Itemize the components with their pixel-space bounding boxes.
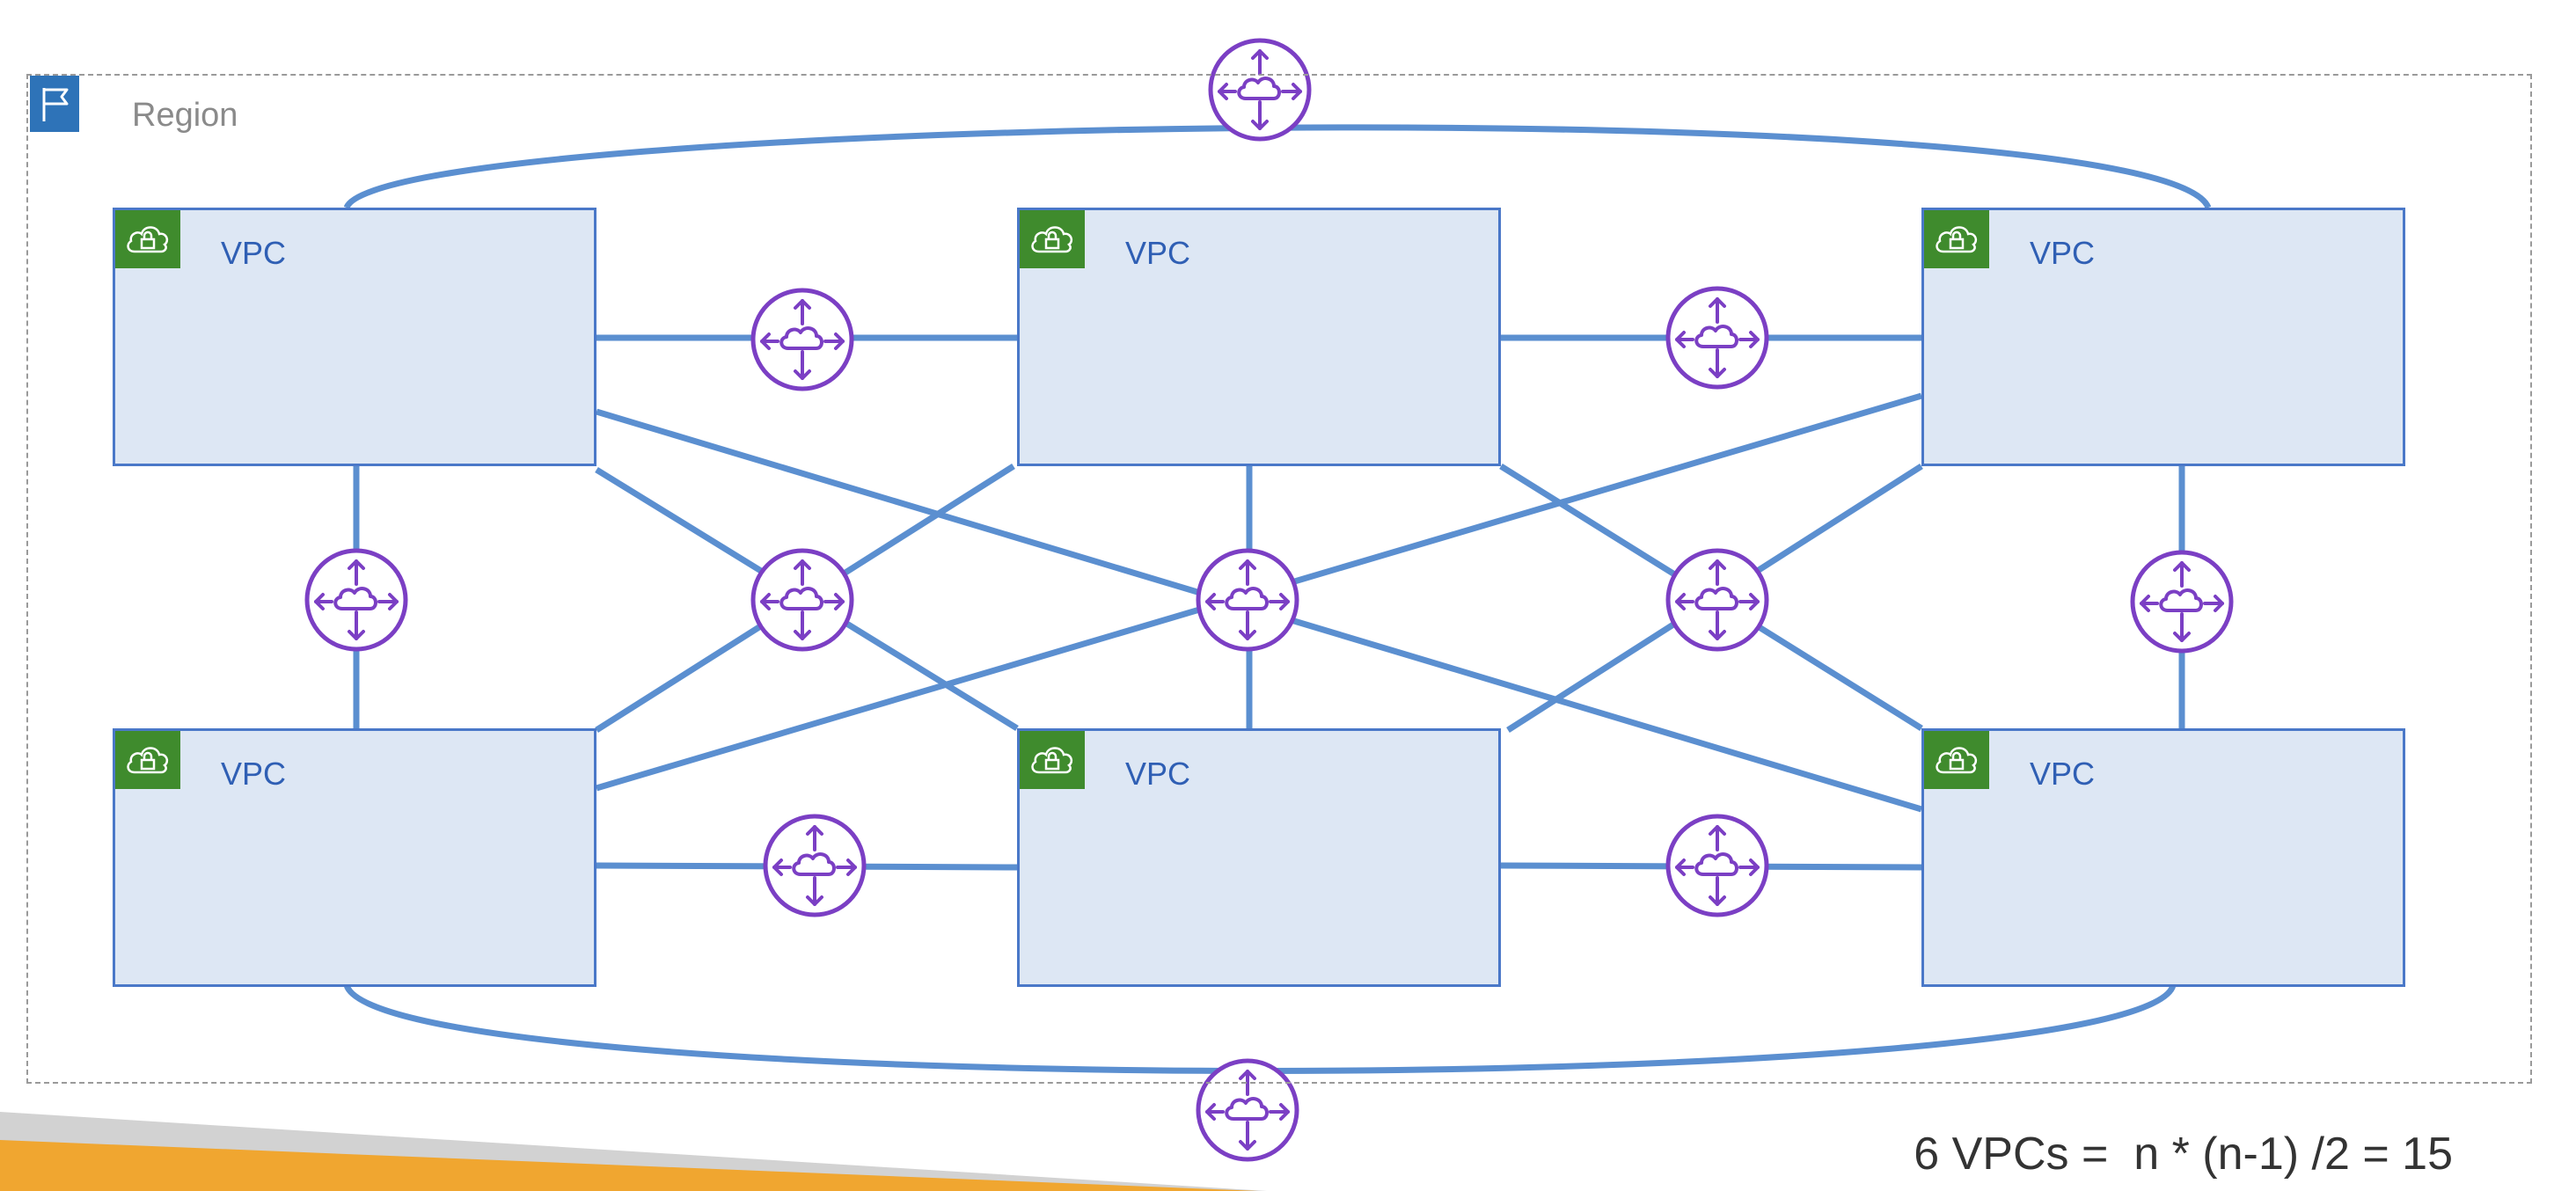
vpc-lock-cloud-icon	[115, 731, 180, 789]
vpc-bottom-right: VPC	[1921, 728, 2405, 987]
vpc-label: VPC	[2030, 756, 2096, 792]
peering-connection-icon	[750, 548, 854, 652]
peering-icons	[304, 38, 2234, 1162]
peering-connection-icon	[2130, 550, 2234, 654]
vpc-label: VPC	[221, 235, 287, 271]
peering-connection-icon	[1196, 548, 1299, 652]
vpc-label: VPC	[221, 756, 287, 792]
peering-formula: 6 VPCs = n * (n-1) /2 = 15	[1914, 1129, 2453, 1180]
vpc-label: VPC	[1125, 756, 1191, 792]
peering-connection-icon	[1208, 38, 1312, 142]
vpc-bottom-left: VPC	[113, 728, 596, 987]
vpc-lock-cloud-icon	[115, 210, 180, 268]
region-label: Region	[132, 97, 238, 134]
vpc-top-left: VPC	[113, 208, 596, 466]
vpc-lock-cloud-icon	[1924, 210, 1989, 268]
vpc-top-right: VPC	[1921, 208, 2405, 466]
peering-connection-icon	[1665, 814, 1769, 917]
vpc-top-center: VPC	[1017, 208, 1501, 466]
peering-connection-icon	[304, 548, 408, 652]
peering-connection-icon	[750, 288, 854, 391]
region-flag-icon	[30, 76, 79, 132]
peering-connection-icon	[763, 814, 867, 917]
vpc-lock-cloud-icon	[1924, 731, 1989, 789]
vpc-label: VPC	[2030, 235, 2096, 271]
vpc-lock-cloud-icon	[1020, 210, 1085, 268]
vpc-bottom-center: VPC	[1017, 728, 1501, 987]
vpc-lock-cloud-icon	[1020, 731, 1085, 789]
decorative-orange-stripe	[0, 1140, 1258, 1191]
vpc-label: VPC	[1125, 235, 1191, 271]
peering-connection-icon	[1665, 286, 1769, 390]
peering-connection-icon	[1665, 548, 1769, 652]
region-boundary	[26, 74, 2532, 1084]
